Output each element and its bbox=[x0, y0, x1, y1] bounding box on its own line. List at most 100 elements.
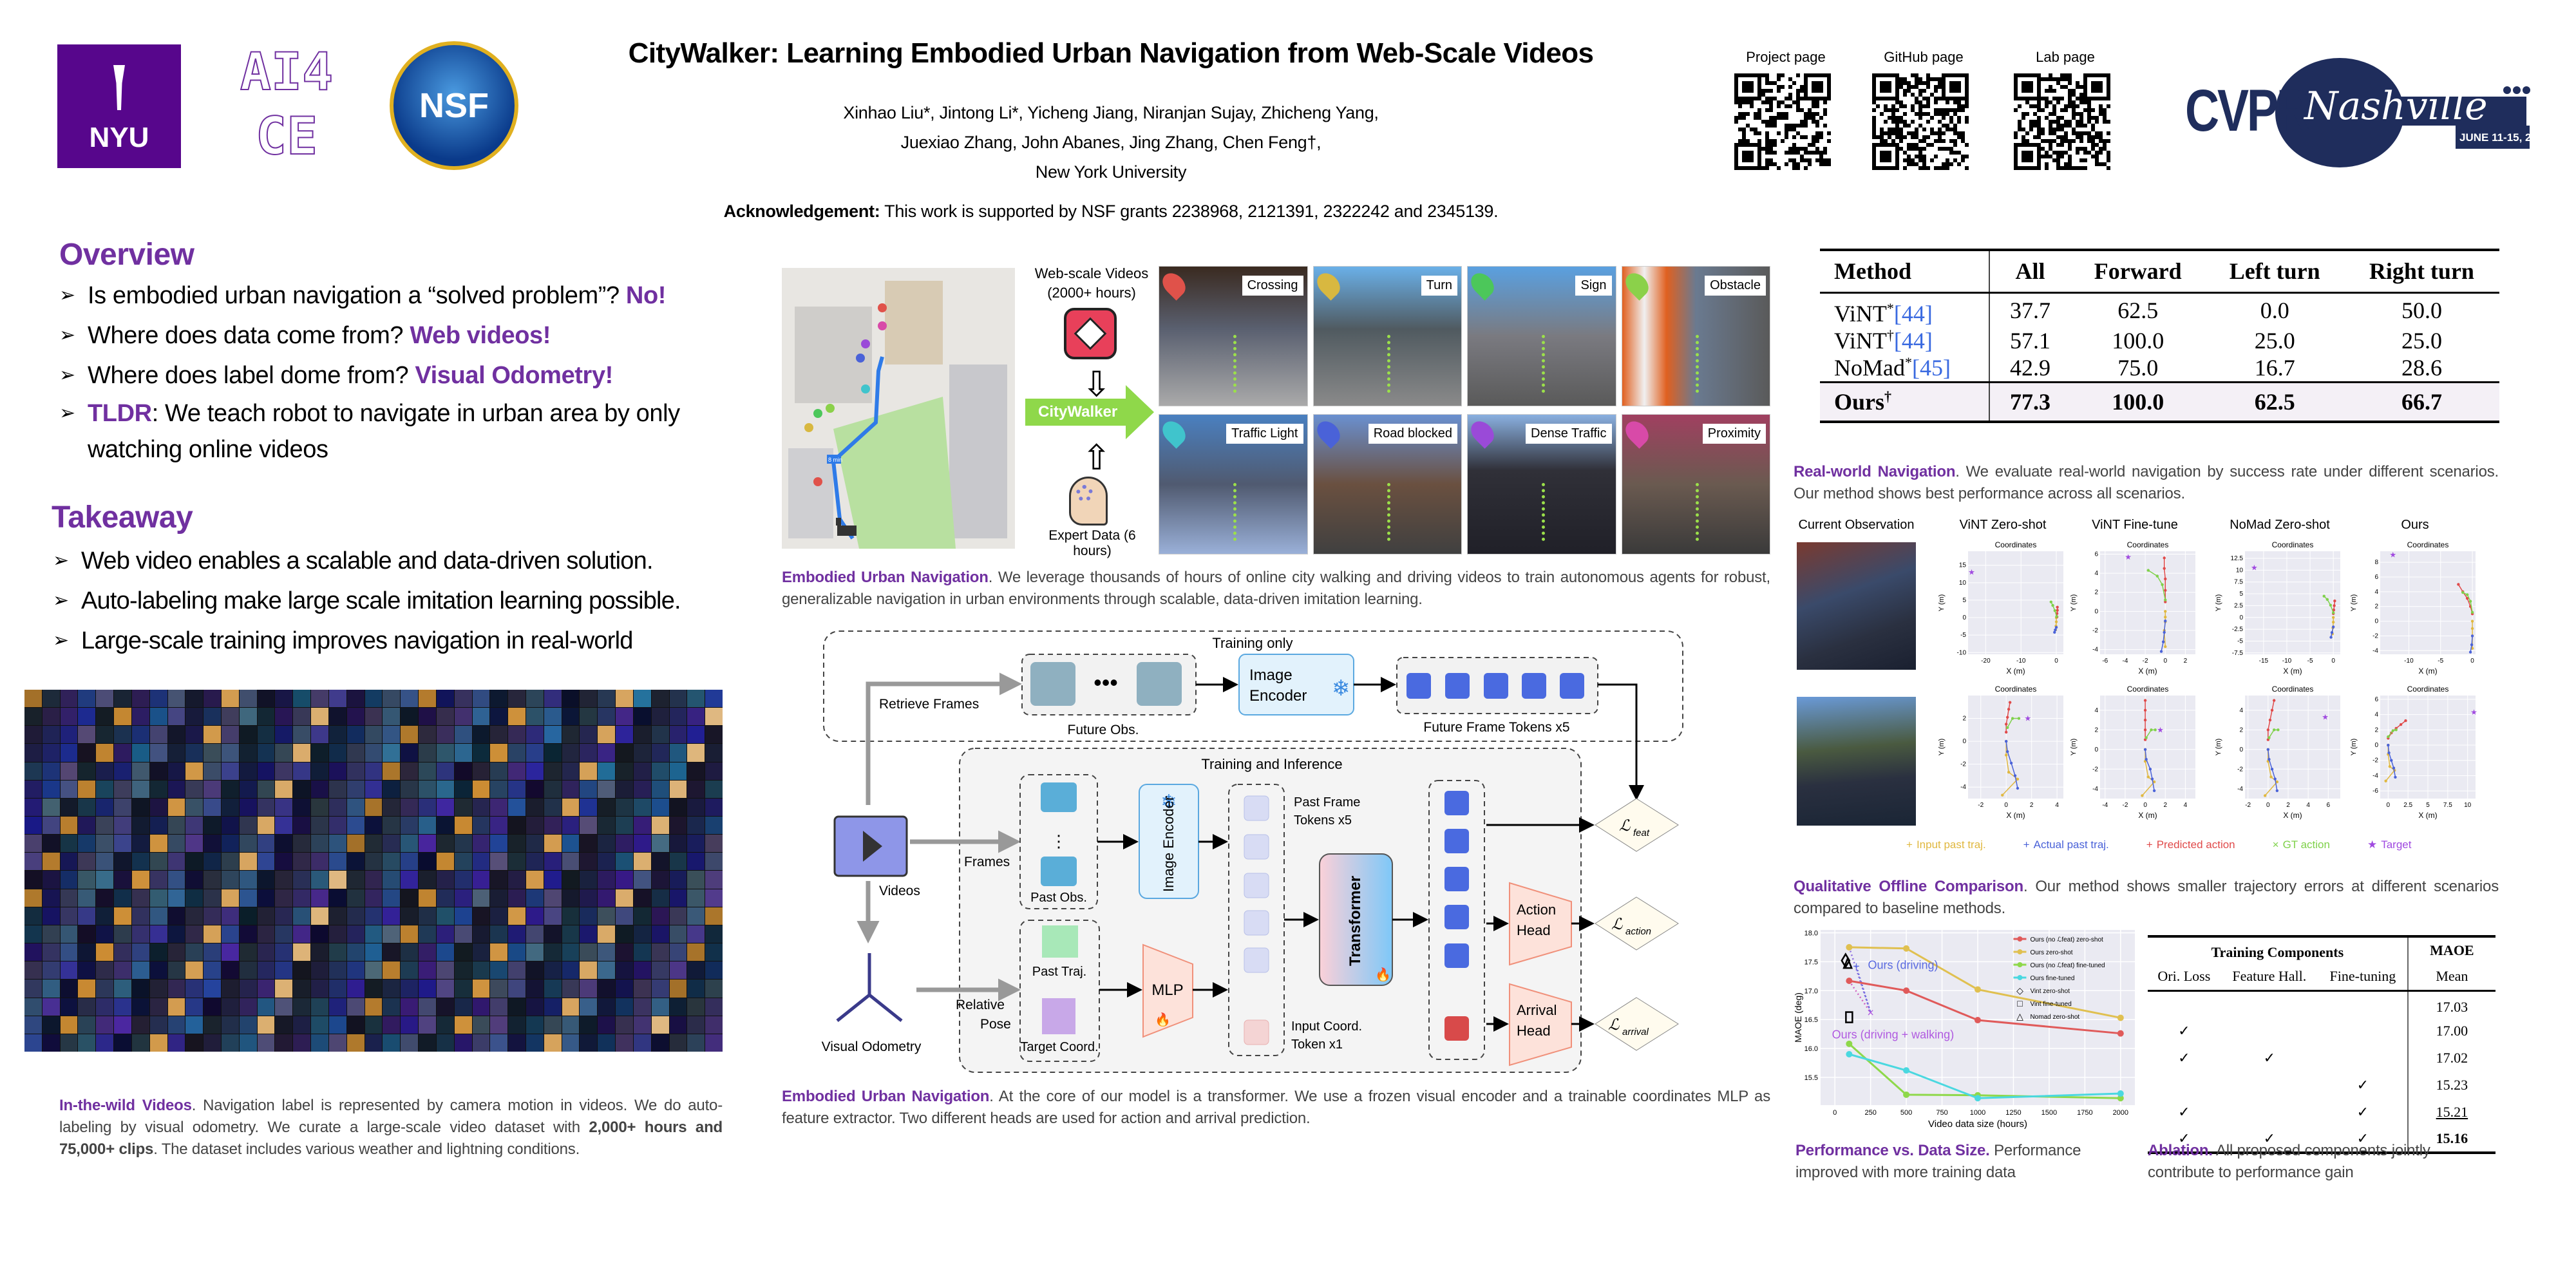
col-header: All bbox=[2015, 258, 2045, 285]
teaser-caption: Embodied Urban Navigation. We leverage t… bbox=[782, 567, 1770, 611]
video-thumbnail bbox=[669, 961, 687, 980]
scenario-photo: Obstacle bbox=[1621, 266, 1770, 406]
video-thumbnail bbox=[257, 925, 275, 943]
video-thumbnail bbox=[401, 1034, 419, 1052]
nsf-logo: NSF bbox=[390, 41, 518, 170]
citation-link[interactable]: [44] bbox=[1893, 327, 1933, 354]
qr-code-icon[interactable] bbox=[2014, 73, 2110, 170]
video-thumbnail bbox=[633, 744, 651, 762]
video-thumbnail bbox=[239, 980, 257, 998]
video-thumbnail bbox=[311, 1016, 328, 1034]
video-thumbnail bbox=[526, 744, 544, 762]
qr-code-icon[interactable] bbox=[1872, 73, 1969, 170]
video-thumbnail bbox=[544, 835, 562, 853]
video-thumbnail bbox=[78, 998, 96, 1016]
token-column bbox=[1228, 784, 1285, 1056]
video-thumbnail bbox=[257, 1034, 275, 1052]
qr-github[interactable]: GitHub page bbox=[1872, 49, 1975, 170]
video-thumbnail bbox=[239, 708, 257, 726]
video-thumbnail bbox=[383, 690, 401, 708]
video-thumbnail bbox=[346, 708, 365, 726]
input-point bbox=[2275, 780, 2279, 784]
gt-trajectory bbox=[2050, 601, 2058, 617]
video-thumbnail bbox=[311, 762, 328, 780]
legend-label: Actual past traj. bbox=[2033, 838, 2109, 851]
input-point bbox=[2384, 779, 2387, 782]
video-thumbnail bbox=[705, 744, 723, 762]
citation-link[interactable]: [44] bbox=[1893, 300, 1933, 327]
video-thumbnail bbox=[204, 871, 222, 889]
data-point bbox=[1846, 1051, 1853, 1058]
video-thumbnail bbox=[346, 925, 365, 943]
nyu-logo: NYU bbox=[57, 44, 181, 168]
video-thumbnail bbox=[454, 961, 472, 980]
value-cell: 57.1 bbox=[2010, 327, 2051, 354]
video-thumbnail bbox=[239, 835, 257, 853]
video-thumbnail bbox=[705, 1034, 723, 1052]
video-thumbnail bbox=[401, 744, 419, 762]
value-cell: 100.0 bbox=[2112, 388, 2164, 415]
video-thumbnail bbox=[328, 708, 346, 726]
video-thumbnail bbox=[436, 907, 454, 925]
video-thumbnail bbox=[454, 998, 472, 1016]
video-thumbnail bbox=[580, 871, 598, 889]
video-thumbnail bbox=[419, 708, 436, 726]
pred-point bbox=[2399, 723, 2403, 726]
x-tick-label: -20 bbox=[1981, 658, 1991, 665]
qr-code-icon[interactable] bbox=[1734, 73, 1831, 170]
caption-text: . Navigation label is represented by cam… bbox=[59, 1097, 723, 1136]
overview-list: ➢Is embodied urban navigation a “solved … bbox=[59, 276, 755, 468]
video-thumbnail bbox=[544, 780, 562, 798]
video-thumbnail bbox=[114, 998, 131, 1016]
video-thumbnail bbox=[633, 798, 651, 817]
col-header: Right turn bbox=[2369, 258, 2474, 285]
video-thumbnail bbox=[472, 1034, 490, 1052]
method-name: ViNT bbox=[1834, 300, 1887, 327]
input-point bbox=[2141, 794, 2144, 797]
x-axis-label: X (m) bbox=[2006, 811, 2025, 820]
qr-project[interactable]: Project page bbox=[1734, 49, 1837, 170]
data-point bbox=[2117, 1095, 2124, 1102]
video-thumbnail bbox=[239, 961, 257, 980]
video-thumbnail bbox=[293, 744, 311, 762]
video-thumbnail bbox=[60, 1016, 78, 1034]
video-thumbnail bbox=[311, 980, 328, 998]
input-point bbox=[2005, 753, 2008, 757]
video-thumbnail bbox=[651, 708, 669, 726]
relative-pose-label-2: Pose bbox=[980, 1017, 1011, 1032]
video-thumbnail bbox=[616, 780, 633, 798]
video-thumbnail bbox=[365, 943, 383, 961]
video-thumbnail bbox=[454, 889, 472, 907]
action-head-label-1: Action bbox=[1517, 902, 1556, 918]
video-thumbnail bbox=[239, 1034, 257, 1052]
video-thumbnail bbox=[78, 817, 96, 835]
video-thumbnail bbox=[149, 780, 167, 798]
video-thumbnail bbox=[526, 762, 544, 780]
video-thumbnail bbox=[562, 835, 580, 853]
vertical-ellipsis-icon: ⋮ bbox=[1050, 831, 1067, 851]
video-thumbnail bbox=[365, 835, 383, 853]
past-frame-tokens bbox=[1244, 795, 1269, 973]
video-thumbnail bbox=[526, 907, 544, 925]
actual-point bbox=[2387, 751, 2391, 755]
video-thumbnail bbox=[149, 1034, 167, 1052]
map-pin-icon bbox=[1313, 269, 1345, 301]
bullet-text: Where does data come from? bbox=[88, 322, 410, 349]
video-thumbnail bbox=[454, 980, 472, 998]
y-tick-label: 2.5 bbox=[2234, 602, 2243, 609]
citation-link[interactable]: [45] bbox=[1912, 354, 1951, 381]
video-thumbnail bbox=[311, 925, 328, 943]
video-thumbnail bbox=[149, 871, 167, 889]
ai4ce-logo-text: AI4CE bbox=[240, 41, 334, 167]
video-thumbnail bbox=[508, 798, 526, 817]
video-thumbnail bbox=[365, 907, 383, 925]
video-thumbnail bbox=[651, 690, 669, 708]
video-thumbnail bbox=[580, 1016, 598, 1034]
pred-point bbox=[2143, 708, 2147, 712]
video-thumbnail bbox=[24, 943, 42, 961]
video-thumbnail bbox=[96, 780, 114, 798]
action-head bbox=[1509, 882, 1572, 966]
y-tick-label: 16.0 bbox=[1804, 1045, 1818, 1053]
qr-lab[interactable]: Lab page bbox=[2014, 49, 2117, 170]
